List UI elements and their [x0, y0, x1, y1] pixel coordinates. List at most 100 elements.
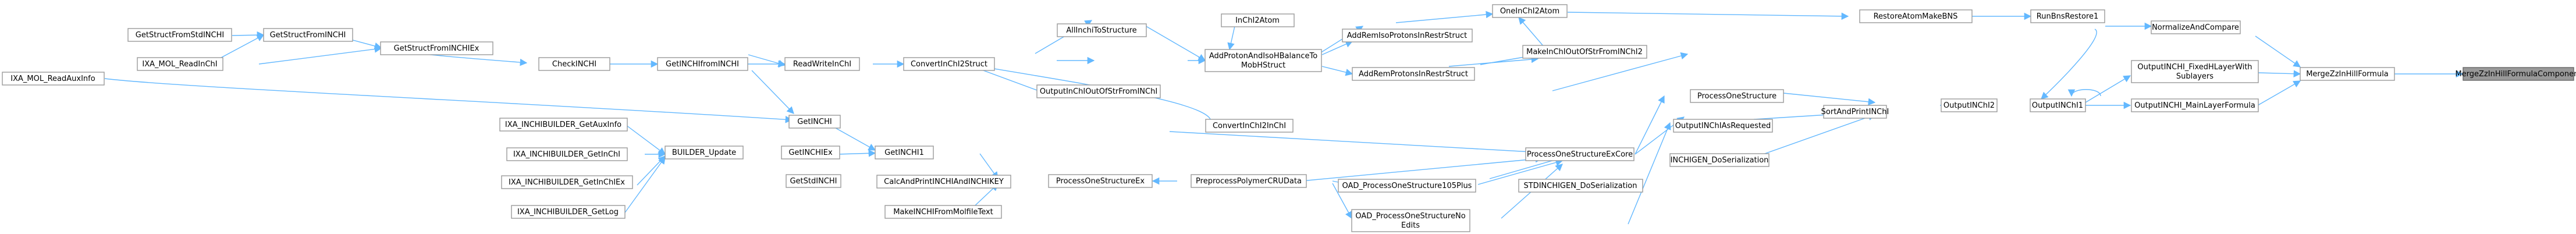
- node-getstructfromstdinchi[interactable]: GetStructFromStdINCHI: [127, 28, 232, 42]
- edge: [751, 70, 794, 114]
- node-ixa-inchibuilder-getinchiex[interactable]: IXA_INCHIBUILDER_GetInChIEx: [501, 175, 633, 189]
- node-addremisoprotonsinrestrstruct[interactable]: AddRemIsoProtonsInRestrStruct: [1342, 29, 1473, 42]
- node-processonestructureex[interactable]: ProcessOneStructureEx: [1048, 174, 1153, 188]
- node-label: ProcessOneStructureExCore: [1527, 150, 1633, 159]
- node-addprotonandisohbalancetomobhstruct[interactable]: AddProtonAndIsoHBalanceTo MobHStruct: [1204, 49, 1322, 72]
- node-getstructfrominchi[interactable]: GetStructFromINCHI: [263, 28, 353, 42]
- node-label: AddProtonAndIsoHBalanceTo: [1209, 52, 1317, 61]
- node-label: GetStdINCHI: [790, 177, 837, 186]
- node-getstdinchi[interactable]: GetStdINCHI: [786, 174, 841, 188]
- node-outputinchi1[interactable]: OutputINChI1: [2030, 98, 2086, 112]
- edge: [1567, 12, 1849, 20]
- node-calcandprintinchiandinchikey[interactable]: CalcAndPrintINCHIAndINCHIKEY: [876, 175, 1011, 189]
- edge: [2257, 80, 2301, 106]
- edge: [1628, 122, 1671, 225]
- node-getstructfrominchiex[interactable]: GetStructFromINCHIEx: [380, 41, 493, 55]
- edge: [1763, 113, 1876, 155]
- node-getinchiex[interactable]: GetINCHIEx: [781, 146, 840, 159]
- node-readwriteinchi[interactable]: ReadWriteInChI: [784, 57, 860, 71]
- node-label: OneInChI2Atom: [1500, 7, 1559, 16]
- edge: [1321, 40, 1353, 55]
- node-oad-processonestructure105plus[interactable]: OAD_ProcessOneStructure105Plus: [1338, 179, 1476, 193]
- node-label: GetStructFromINCHI: [270, 31, 346, 40]
- node-label: IXA_INCHIBUILDER_GetInChIEx: [509, 178, 625, 187]
- node-label: Sublayers: [2176, 72, 2213, 81]
- node-makeinchioutofstrfrominchi2[interactable]: MakeInChIOutOfStrFromINChI2: [1522, 45, 1647, 59]
- node-outputinchioutofstrfrominchi[interactable]: OutputInChIOutOfStrFromINChI: [1036, 84, 1161, 98]
- node-sortandprintinchi[interactable]: SortAndPrintINChI: [1821, 105, 1889, 119]
- node-ixa-inchibuilder-getlog[interactable]: IXA_INCHIBUILDER_GetLog: [511, 205, 626, 219]
- edge: [1321, 66, 1353, 76]
- node-restoreatommakebns[interactable]: RestoreAtomMakeBNS: [1859, 9, 1973, 23]
- node-label: GetStructFromINCHIEx: [394, 44, 479, 53]
- node-label: GetStructFromStdINCHI: [136, 31, 224, 40]
- node-label: GetINCHI: [797, 118, 832, 126]
- node-ixa-mol-readinchi[interactable]: IXA_MOL_ReadInChI: [137, 57, 223, 71]
- node-normalizeandcompare[interactable]: NormalizeAndCompare: [2151, 20, 2241, 34]
- node-processonestructure[interactable]: ProcessOneStructure: [1690, 89, 1784, 103]
- edge: [1635, 95, 1665, 155]
- node-label: IXA_INCHIBUILDER_GetAuxInfo: [505, 120, 621, 129]
- edge: [836, 150, 876, 157]
- node-label: OAD_ProcessOneStructureNo: [1355, 212, 1465, 221]
- node-processonestructureexcore[interactable]: ProcessOneStructureExCore: [1525, 147, 1635, 161]
- node-ixa-inchibuilder-getinchi[interactable]: IXA_INCHIBUILDER_GetInChI: [506, 147, 628, 161]
- node-makeinchifrommolfiletext[interactable]: MakeINCHIFromMolfileText: [884, 205, 1002, 219]
- edge: [1395, 10, 1494, 23]
- node-ixa-mol-readauxinfo[interactable]: IXA_MOL_ReadAuxInfo: [2, 72, 105, 86]
- node-label: STDINCHIGEN_DoSerialization: [1523, 182, 1637, 190]
- node-label: ProcessOneStructure: [1697, 92, 1776, 101]
- node-oad-processonestructurenoedits[interactable]: OAD_ProcessOneStructureNo Edits: [1351, 209, 1470, 232]
- node-label: MakeInChIOutOfStrFromINChI2: [1526, 48, 1643, 56]
- node-ixa-inchibuilder-getauxinfo[interactable]: IXA_INCHIBUILDER_GetAuxInfo: [499, 118, 628, 132]
- edge: [232, 31, 265, 39]
- node-label: ConvertInChI2InChI: [1213, 122, 1286, 130]
- node-label: Edits: [1401, 221, 1420, 230]
- node-label: CheckINCHI: [552, 60, 596, 69]
- node-stdinchigen-doserialization[interactable]: STDINCHIGEN_DoSerialization: [1518, 179, 1643, 193]
- node-oneinchi2atom[interactable]: OneInChI2Atom: [1492, 4, 1568, 18]
- node-convertinchi2inchi[interactable]: ConvertInChI2InChI: [1205, 119, 1294, 133]
- node-convertinchi2struct[interactable]: ConvertInChI2Struct: [903, 57, 995, 71]
- edge: [1143, 24, 1206, 61]
- node-label: AddRemProtonsInRestrStruct: [1359, 70, 1468, 79]
- node-outputinchi-fixedhlayerwithsublayers[interactable]: OutputINCHI_FixedHLayerWith Sublayers: [2131, 60, 2259, 83]
- node-allinchitostructure[interactable]: AllInchiToStructure: [1057, 23, 1147, 37]
- node-builder-update[interactable]: BUILDER_Update: [665, 146, 744, 159]
- node-inchi2atom-box[interactable]: InChI2Atom: [1221, 13, 1295, 27]
- edge: [1489, 156, 1564, 179]
- edge: [979, 153, 999, 180]
- edge: [221, 34, 265, 58]
- node-outputinchi-mainlayerformula[interactable]: OutputINCHI_MainLayerFormula: [2131, 98, 2259, 112]
- edge: [623, 156, 666, 215]
- node-label: IXA_INCHIBUILDER_GetLog: [517, 208, 619, 217]
- node-outputinchiasrequested[interactable]: OutputINChIAsRequested: [1673, 119, 1773, 133]
- edge: [2257, 70, 2301, 77]
- node-label: GetINCHI1: [884, 148, 924, 157]
- node-getinchi1[interactable]: GetINCHI1: [875, 146, 934, 159]
- node-mergezzinhillformulacomponent[interactable]: MergeZzInHillFormulaComponent: [2455, 67, 2576, 81]
- edge: [1169, 131, 1543, 156]
- node-preprocesspolymercrudata[interactable]: PreprocessPolymerCRUData: [1191, 174, 1307, 188]
- edge: [626, 125, 666, 155]
- node-mergezzinhillformula[interactable]: MergeZzInHillFormula: [2300, 67, 2395, 81]
- node-checkinchi[interactable]: CheckINCHI: [538, 57, 610, 71]
- node-inchigen-doserialization[interactable]: INCHIGEN_DoSerialization: [1669, 153, 1770, 167]
- node-addremprotonsinrestrstruct[interactable]: AddRemProtonsInRestrStruct: [1352, 67, 1475, 81]
- node-outputinchi2-box[interactable]: OutputINChI2: [1941, 98, 1998, 112]
- edge: [258, 45, 382, 65]
- edge: [831, 125, 876, 151]
- node-label: MergeZzInHillFormulaComponent: [2455, 70, 2576, 79]
- node-label: MergeZzInHillFormula: [2306, 70, 2389, 79]
- node-runbnsrestore1[interactable]: RunBnsRestore1: [2030, 9, 2105, 23]
- node-label: RestoreAtomMakeBNS: [1874, 12, 1958, 21]
- node-label: OutputINChI1: [2032, 101, 2083, 110]
- node-label: MobHStruct: [1241, 61, 1285, 70]
- node-getinchi-box[interactable]: GetINCHI: [788, 115, 841, 129]
- node-label: MakeINCHIFromMolfileText: [893, 208, 993, 217]
- edge: [1477, 159, 1564, 185]
- edge: [1783, 93, 1876, 106]
- node-getinchifrominchi[interactable]: GetINCHIfromINCHI: [657, 57, 748, 71]
- node-label: OAD_ProcessOneStructure105Plus: [1342, 182, 1472, 190]
- node-label: IXA_MOL_ReadAuxInfo: [10, 75, 95, 83]
